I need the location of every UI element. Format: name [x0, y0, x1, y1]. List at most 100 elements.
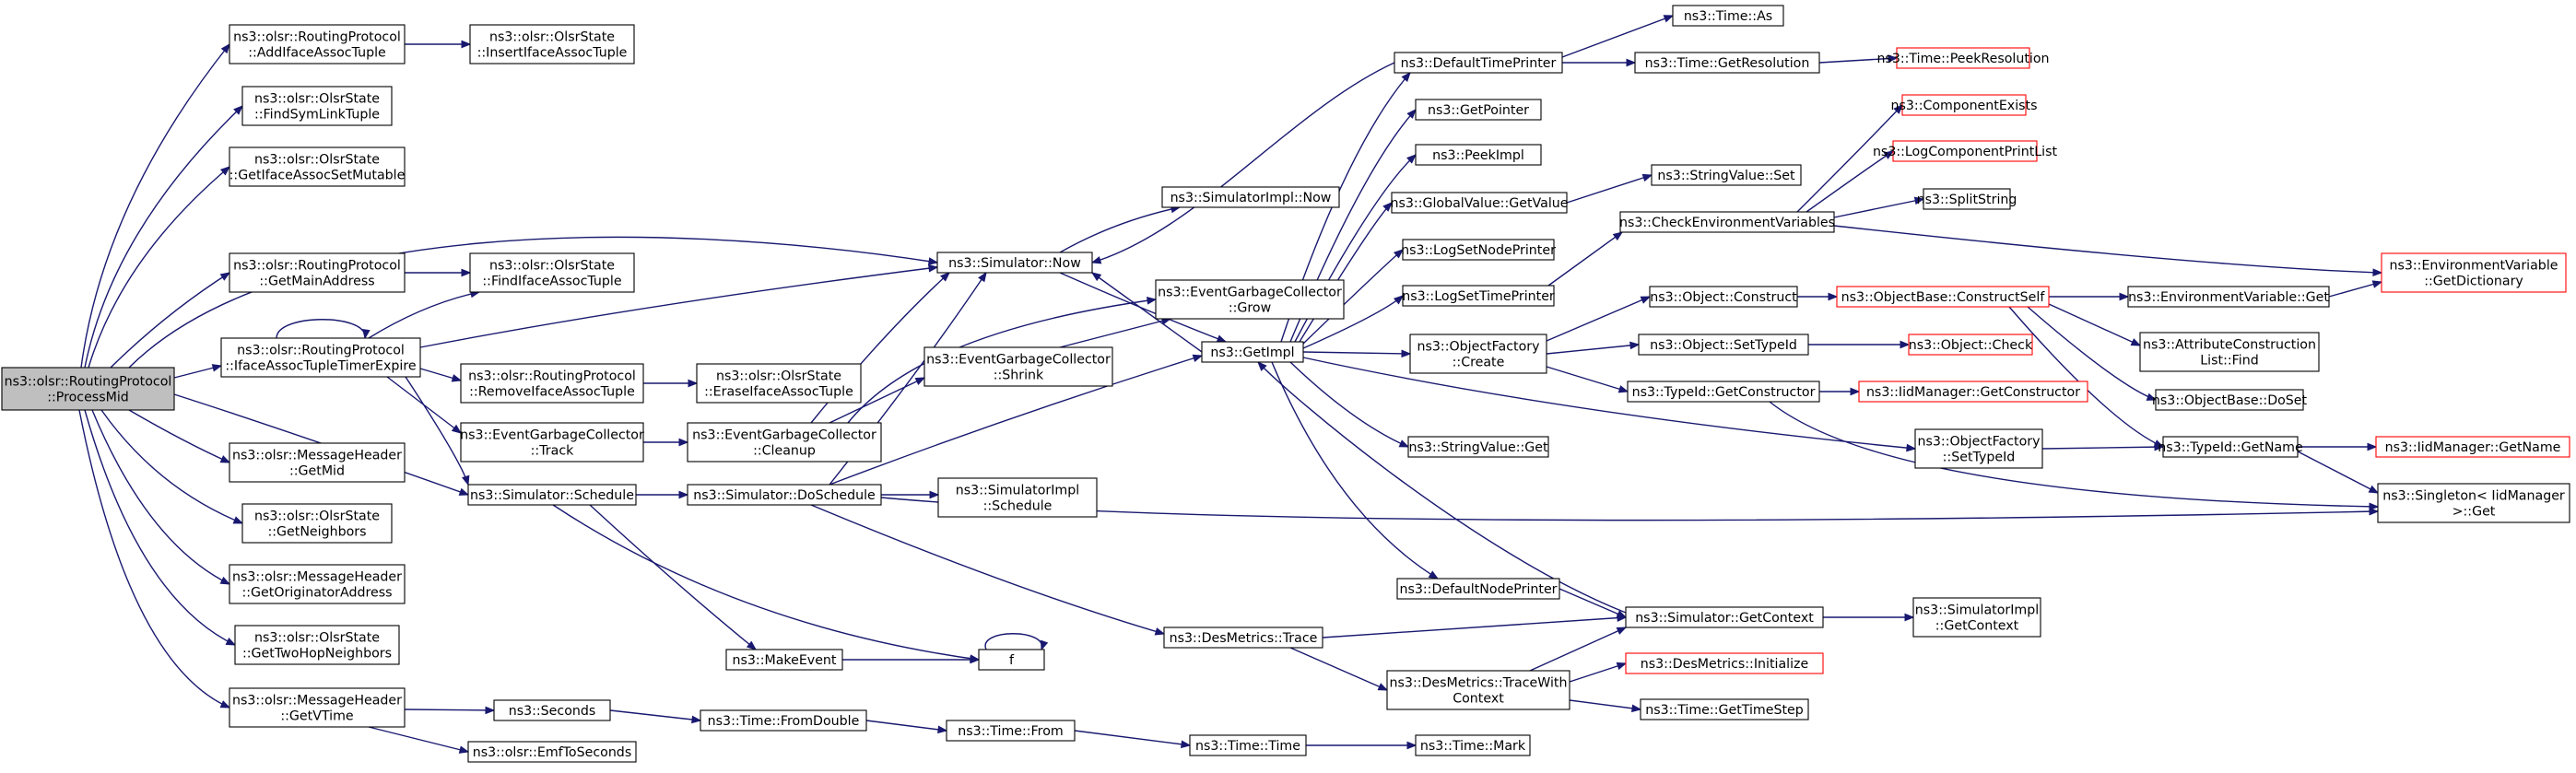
- function-node-objBaseConstructSelf[interactable]: ns3::ObjectBase::ConstructSelf: [1836, 286, 2050, 308]
- function-node-objBaseDoSet[interactable]: ns3::ObjectBase::DoSet: [2152, 389, 2308, 411]
- function-node-addIface[interactable]: ns3::olsr::RoutingProtocol::AddIfaceAsso…: [229, 24, 406, 64]
- function-node-insertIface[interactable]: ns3::olsr::OlsrState::InsertIfaceAssocTu…: [469, 24, 635, 64]
- function-node-findSymLink[interactable]: ns3::olsr::OlsrState::FindSymLinkTuple: [241, 86, 393, 126]
- node-label: ::FindIfaceAssocTuple: [482, 275, 621, 289]
- function-node-eraseIface[interactable]: ns3::olsr::OlsrState::EraseIfaceAssocTup…: [696, 363, 862, 404]
- arrowhead-icon: [1401, 349, 1412, 358]
- arrowhead-icon: [1192, 354, 1204, 362]
- function-node-getOrigAddr[interactable]: ns3::olsr::MessageHeader::GetOriginatorA…: [229, 564, 406, 604]
- node-label: ns3::EventGarbageCollector: [1158, 286, 1342, 300]
- function-node-logSetNode[interactable]: ns3::LogSetNodePrinter: [1401, 239, 1556, 261]
- function-node-timeGetRes[interactable]: ns3::Time::GetResolution: [1634, 52, 1820, 74]
- function-node-envGetDict[interactable]: ns3::EnvironmentVariable::GetDictionary: [2381, 252, 2567, 293]
- function-node-objConstruct[interactable]: ns3::Object::Construct: [1649, 286, 1798, 308]
- node-label: ::Grow: [1229, 301, 1271, 316]
- function-node-makeEvent[interactable]: ns3::MakeEvent: [725, 649, 843, 671]
- node-box: [1415, 144, 1542, 166]
- function-node-timeFromDouble[interactable]: ns3::Time::FromDouble: [700, 709, 867, 732]
- call-edge-checkEnv-to-splitString: [1833, 196, 1925, 218]
- arrowhead-icon: [1377, 683, 1389, 691]
- call-edge-addIface-to-insertIface: [405, 40, 472, 49]
- call-edge-timeFromDouble-to-timeFrom: [865, 720, 948, 734]
- node-label: ns3::Time::Time: [1195, 739, 1300, 754]
- function-node-ofSetTypeId[interactable]: ns3::ObjectFactory::SetTypeId: [1914, 428, 2043, 469]
- function-node-objSetTypeId[interactable]: ns3::Object::SetTypeId: [1638, 334, 1809, 356]
- function-node-objCheck[interactable]: ns3::Object::Check: [1908, 334, 2033, 356]
- function-node-iidGetCtor[interactable]: ns3::IidManager::GetConstructor: [1858, 381, 2088, 403]
- function-node-logCompPrint[interactable]: ns3::LogComponentPrintList: [1873, 140, 2058, 162]
- function-node-removeIface[interactable]: ns3::olsr::RoutingProtocol::RemoveIfaceA…: [460, 363, 644, 404]
- node-box: [229, 564, 406, 604]
- function-node-defTimePrinter[interactable]: ns3::DefaultTimePrinter: [1394, 52, 1563, 74]
- function-node-emfToSec[interactable]: ns3::olsr::EmfToSeconds: [467, 741, 637, 763]
- function-node-simSchedule[interactable]: ns3::Simulator::Schedule: [467, 484, 637, 506]
- function-node-timeFrom[interactable]: ns3::Time::From: [946, 720, 1076, 742]
- arrowhead-icon: [451, 374, 463, 382]
- function-node-peekImpl[interactable]: ns3::PeekImpl: [1415, 144, 1542, 166]
- function-node-timeAs[interactable]: ns3::Time::As: [1672, 5, 1784, 27]
- function-node-egcShrink[interactable]: ns3::EventGarbageCollector::Shrink: [923, 346, 1113, 387]
- function-node-timeMark[interactable]: ns3::Time::Mark: [1415, 734, 1531, 756]
- function-node-timeTime[interactable]: ns3::Time::Time: [1189, 734, 1307, 756]
- arrowhead-icon: [1406, 154, 1417, 164]
- call-edge-checkEnv-to-envGetDict: [1833, 225, 2383, 277]
- function-node-egcGrow[interactable]: ns3::EventGarbageCollector::Grow: [1155, 279, 1345, 320]
- function-node-splitString[interactable]: ns3::SplitString: [1917, 188, 2017, 210]
- function-node-desInit[interactable]: ns3::DesMetrics::Initialize: [1625, 652, 1824, 674]
- function-node-timeGetStep[interactable]: ns3::Time::GetTimeStep: [1640, 698, 1809, 720]
- function-node-root[interactable]: ns3::olsr::RoutingProtocol::ProcessMid: [1, 367, 175, 411]
- function-node-getNeighbors[interactable]: ns3::olsr::OlsrState::GetNeighbors: [241, 503, 393, 544]
- call-edge-makeEvent-to-f: [842, 655, 981, 664]
- function-node-checkEnv[interactable]: ns3::CheckEnvironmentVariables: [1619, 211, 1835, 233]
- function-node-findIface[interactable]: ns3::olsr::OlsrState::FindIfaceAssocTupl…: [469, 252, 635, 293]
- function-node-desTrace[interactable]: ns3::DesMetrics::Trace: [1163, 627, 1323, 649]
- function-node-f[interactable]: f: [978, 649, 1045, 671]
- function-node-typeIdGetCtor[interactable]: ns3::TypeId::GetConstructor: [1627, 381, 1820, 403]
- function-node-ofCreate[interactable]: ns3::ObjectFactory::Create: [1409, 334, 1547, 374]
- function-node-simImplSchedule[interactable]: ns3::SimulatorImpl::Schedule: [937, 477, 1098, 518]
- function-node-gvGetValue[interactable]: ns3::GlobalValue::GetValue: [1391, 192, 1569, 214]
- arrowhead-icon: [914, 377, 926, 385]
- function-node-compExists[interactable]: ns3::ComponentExists: [1891, 94, 2038, 116]
- function-node-getPointer[interactable]: ns3::GetPointer: [1415, 99, 1542, 121]
- function-node-ifaceExpire[interactable]: ns3::olsr::RoutingProtocol::IfaceAssocTu…: [220, 337, 421, 378]
- function-node-seconds[interactable]: ns3::Seconds: [493, 699, 611, 721]
- node-label: ::SetTypeId: [1943, 451, 2016, 465]
- function-node-iidGetName[interactable]: ns3::IidManager::GetName: [2375, 436, 2570, 458]
- function-node-envGet[interactable]: ns3::EnvironmentVariable::Get: [2127, 286, 2330, 308]
- function-node-svSet[interactable]: ns3::StringValue::Set: [1651, 164, 1802, 186]
- call-edge-ifaceExpire-to-ifaceExpire: [276, 319, 371, 340]
- edge-line: [2048, 303, 2141, 346]
- function-node-getImpl[interactable]: ns3::GetImpl: [1201, 341, 1304, 363]
- function-node-simNow[interactable]: ns3::Simulator::Now: [936, 252, 1093, 274]
- function-node-egcCleanup[interactable]: ns3::EventGarbageCollector::Cleanup: [687, 422, 882, 463]
- function-node-timePeekRes[interactable]: ns3::Time::PeekResolution: [1876, 47, 2050, 69]
- function-node-egcTrack[interactable]: ns3::EventGarbageCollector::Track: [460, 422, 644, 463]
- call-edge-simDoSchedule-to-simImplSchedule: [881, 490, 940, 499]
- function-node-svGet[interactable]: ns3::StringValue::Get: [1407, 436, 1549, 458]
- node-label: ns3::StringValue::Set: [1657, 169, 1795, 183]
- function-node-typeIdGetName[interactable]: ns3::TypeId::GetName: [2158, 436, 2303, 458]
- function-node-msgGetMid[interactable]: ns3::olsr::MessageHeader::GetMid: [229, 442, 406, 483]
- function-node-getIfaceSet[interactable]: ns3::olsr::OlsrState::GetIfaceAssocSetMu…: [229, 146, 406, 187]
- edge-line: [128, 409, 230, 463]
- call-edge-ofCreate-to-objSetTypeId: [1546, 341, 1641, 355]
- node-label: ns3::olsr::MessageHeader: [232, 449, 402, 463]
- function-node-simGetContext[interactable]: ns3::Simulator::GetContext: [1625, 606, 1824, 628]
- function-node-simImplNow[interactable]: ns3::SimulatorImpl::Now: [1161, 186, 1340, 208]
- node-label: ns3::SimulatorImpl::Now: [1170, 191, 1332, 205]
- function-node-getMainAddr[interactable]: ns3::olsr::RoutingProtocol::GetMainAddre…: [229, 252, 406, 293]
- function-node-defNodePrinter[interactable]: ns3::DefaultNodePrinter: [1396, 578, 1560, 600]
- function-node-getVTime[interactable]: ns3::olsr::MessageHeader::GetVTime: [229, 687, 406, 728]
- edge-line: [110, 272, 230, 369]
- function-node-simDoSchedule[interactable]: ns3::Simulator::DoSchedule: [687, 484, 882, 506]
- function-node-logSetTime[interactable]: ns3::LogSetTimePrinter: [1402, 285, 1555, 307]
- edge-line: [1546, 366, 1629, 392]
- arrowhead-icon: [2154, 442, 2165, 451]
- node-box: [978, 649, 1045, 671]
- function-node-singletonGet[interactable]: ns3::Singleton< IidManager>::Get: [2377, 483, 2570, 523]
- function-node-simImplGetContext[interactable]: ns3::SimulatorImpl::GetContext: [1912, 597, 2041, 638]
- function-node-getTwoHop[interactable]: ns3::olsr::OlsrState::GetTwoHopNeighbors: [234, 625, 400, 665]
